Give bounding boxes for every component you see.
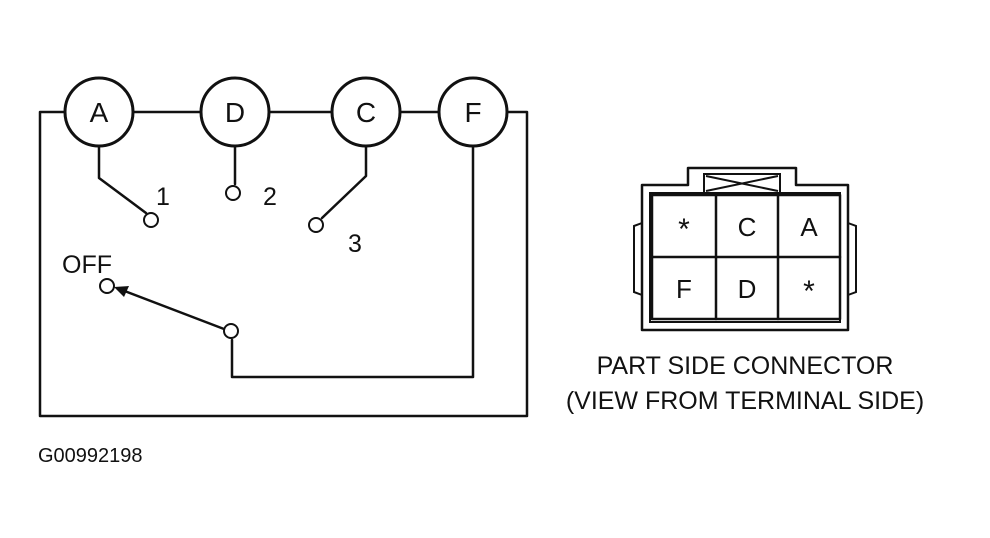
cavity-label: D [738,274,757,304]
cavity-label: A [800,212,818,242]
wire-f-to-common [230,144,475,379]
contact-3 [308,217,324,233]
wire-c-to-3 [320,144,368,220]
cavity-label: * [678,213,690,246]
position-3-label: 3 [348,230,362,258]
lock-tab-cross-hatch [705,175,779,192]
part-side-connector: * C A F D * [633,166,857,332]
switch-lever [120,288,226,331]
terminal-c-label: C [356,97,376,128]
connector-right-latch [847,222,857,296]
contact-1 [143,212,159,228]
terminal-d-label: D [225,97,245,128]
terminal-f [437,76,509,148]
connector-housing [640,166,850,332]
contact-off [99,278,115,294]
terminal-d [199,76,271,148]
cavity-label: F [676,274,692,304]
position-1-label: 1 [156,183,170,211]
terminal-a-label: A [90,97,109,128]
terminal-f-label: F [464,97,481,128]
figure-id: G00992198 [38,445,143,467]
outer-loop-wire [38,110,529,418]
connector-caption-line-1: PART SIDE CONNECTOR [597,352,894,380]
connector-caption-line-2: (VIEW FROM TERMINAL SIDE) [566,387,924,415]
cavity-label: * [803,275,815,308]
contact-2 [225,185,241,201]
position-off-label: OFF [62,251,112,279]
lever-arrowhead [114,286,129,297]
switch-schematic: A D C F 1 2 3 OFF [38,76,529,418]
position-2-label: 2 [263,183,277,211]
wire-a-to-1 [97,144,148,215]
connector-lock-tab [703,173,781,194]
terminal-c [330,76,402,148]
contact-common [223,323,239,339]
connector-left-latch [633,222,643,296]
cavity-label: C [738,212,757,242]
terminal-a [63,76,135,148]
